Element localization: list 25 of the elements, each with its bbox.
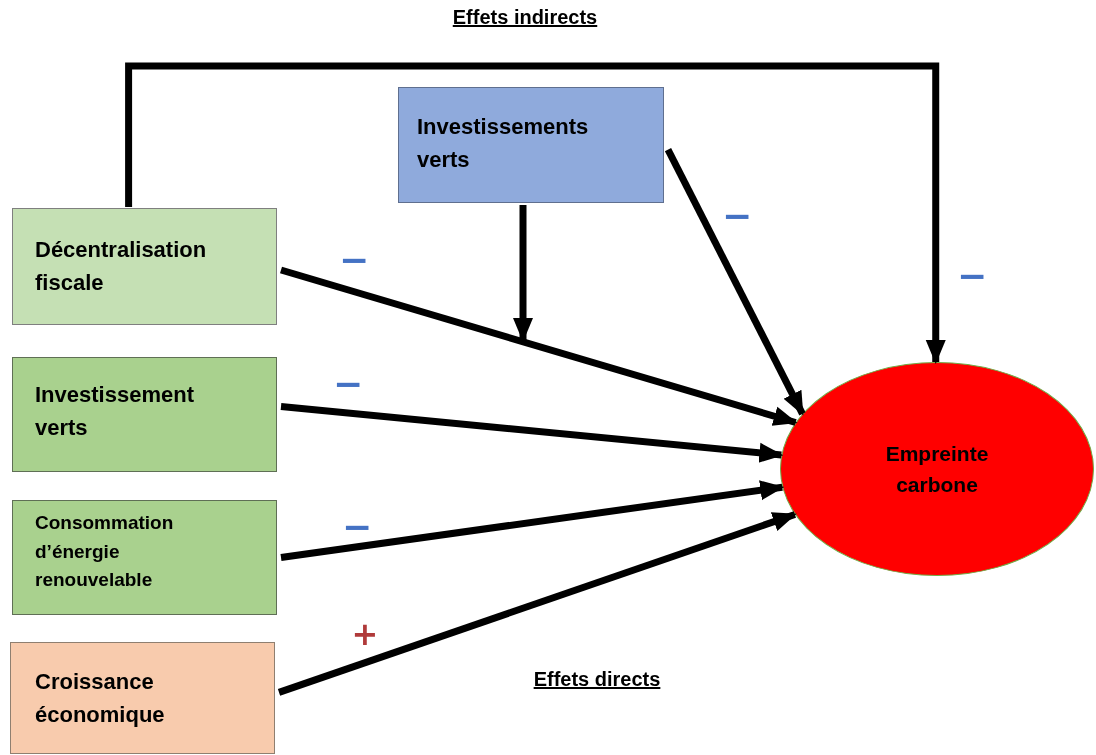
- factor-box: [12, 500, 277, 615]
- sign-label: −: [332, 366, 364, 402]
- sign-label: −: [956, 258, 988, 294]
- section-heading: Effets directs: [533, 668, 661, 691]
- section-heading: Effets indirects: [452, 6, 598, 29]
- factor-box: [10, 642, 275, 754]
- node-label: Investissements verts: [417, 113, 590, 174]
- sign-label: +: [351, 618, 379, 650]
- sign-label: −: [338, 242, 370, 278]
- arrow: [125, 62, 946, 364]
- arrow: [277, 511, 797, 696]
- arrow: [280, 480, 785, 561]
- node-label: Empreinte carbone: [884, 440, 990, 498]
- node-label: Investissement verts: [35, 381, 195, 442]
- node-label: Décentralisation fiscale: [35, 236, 208, 297]
- node-label: Consommation d’énergie renouvelable: [35, 511, 175, 592]
- node-label: Croissance économique: [35, 668, 166, 729]
- sign-label: −: [721, 198, 753, 234]
- sign-label: −: [341, 509, 373, 545]
- arrow: [513, 205, 533, 342]
- factor-box: [398, 87, 664, 203]
- factor-box: [12, 208, 277, 325]
- arrow: [664, 148, 806, 416]
- factor-box: [12, 357, 277, 472]
- arrow: [280, 266, 798, 426]
